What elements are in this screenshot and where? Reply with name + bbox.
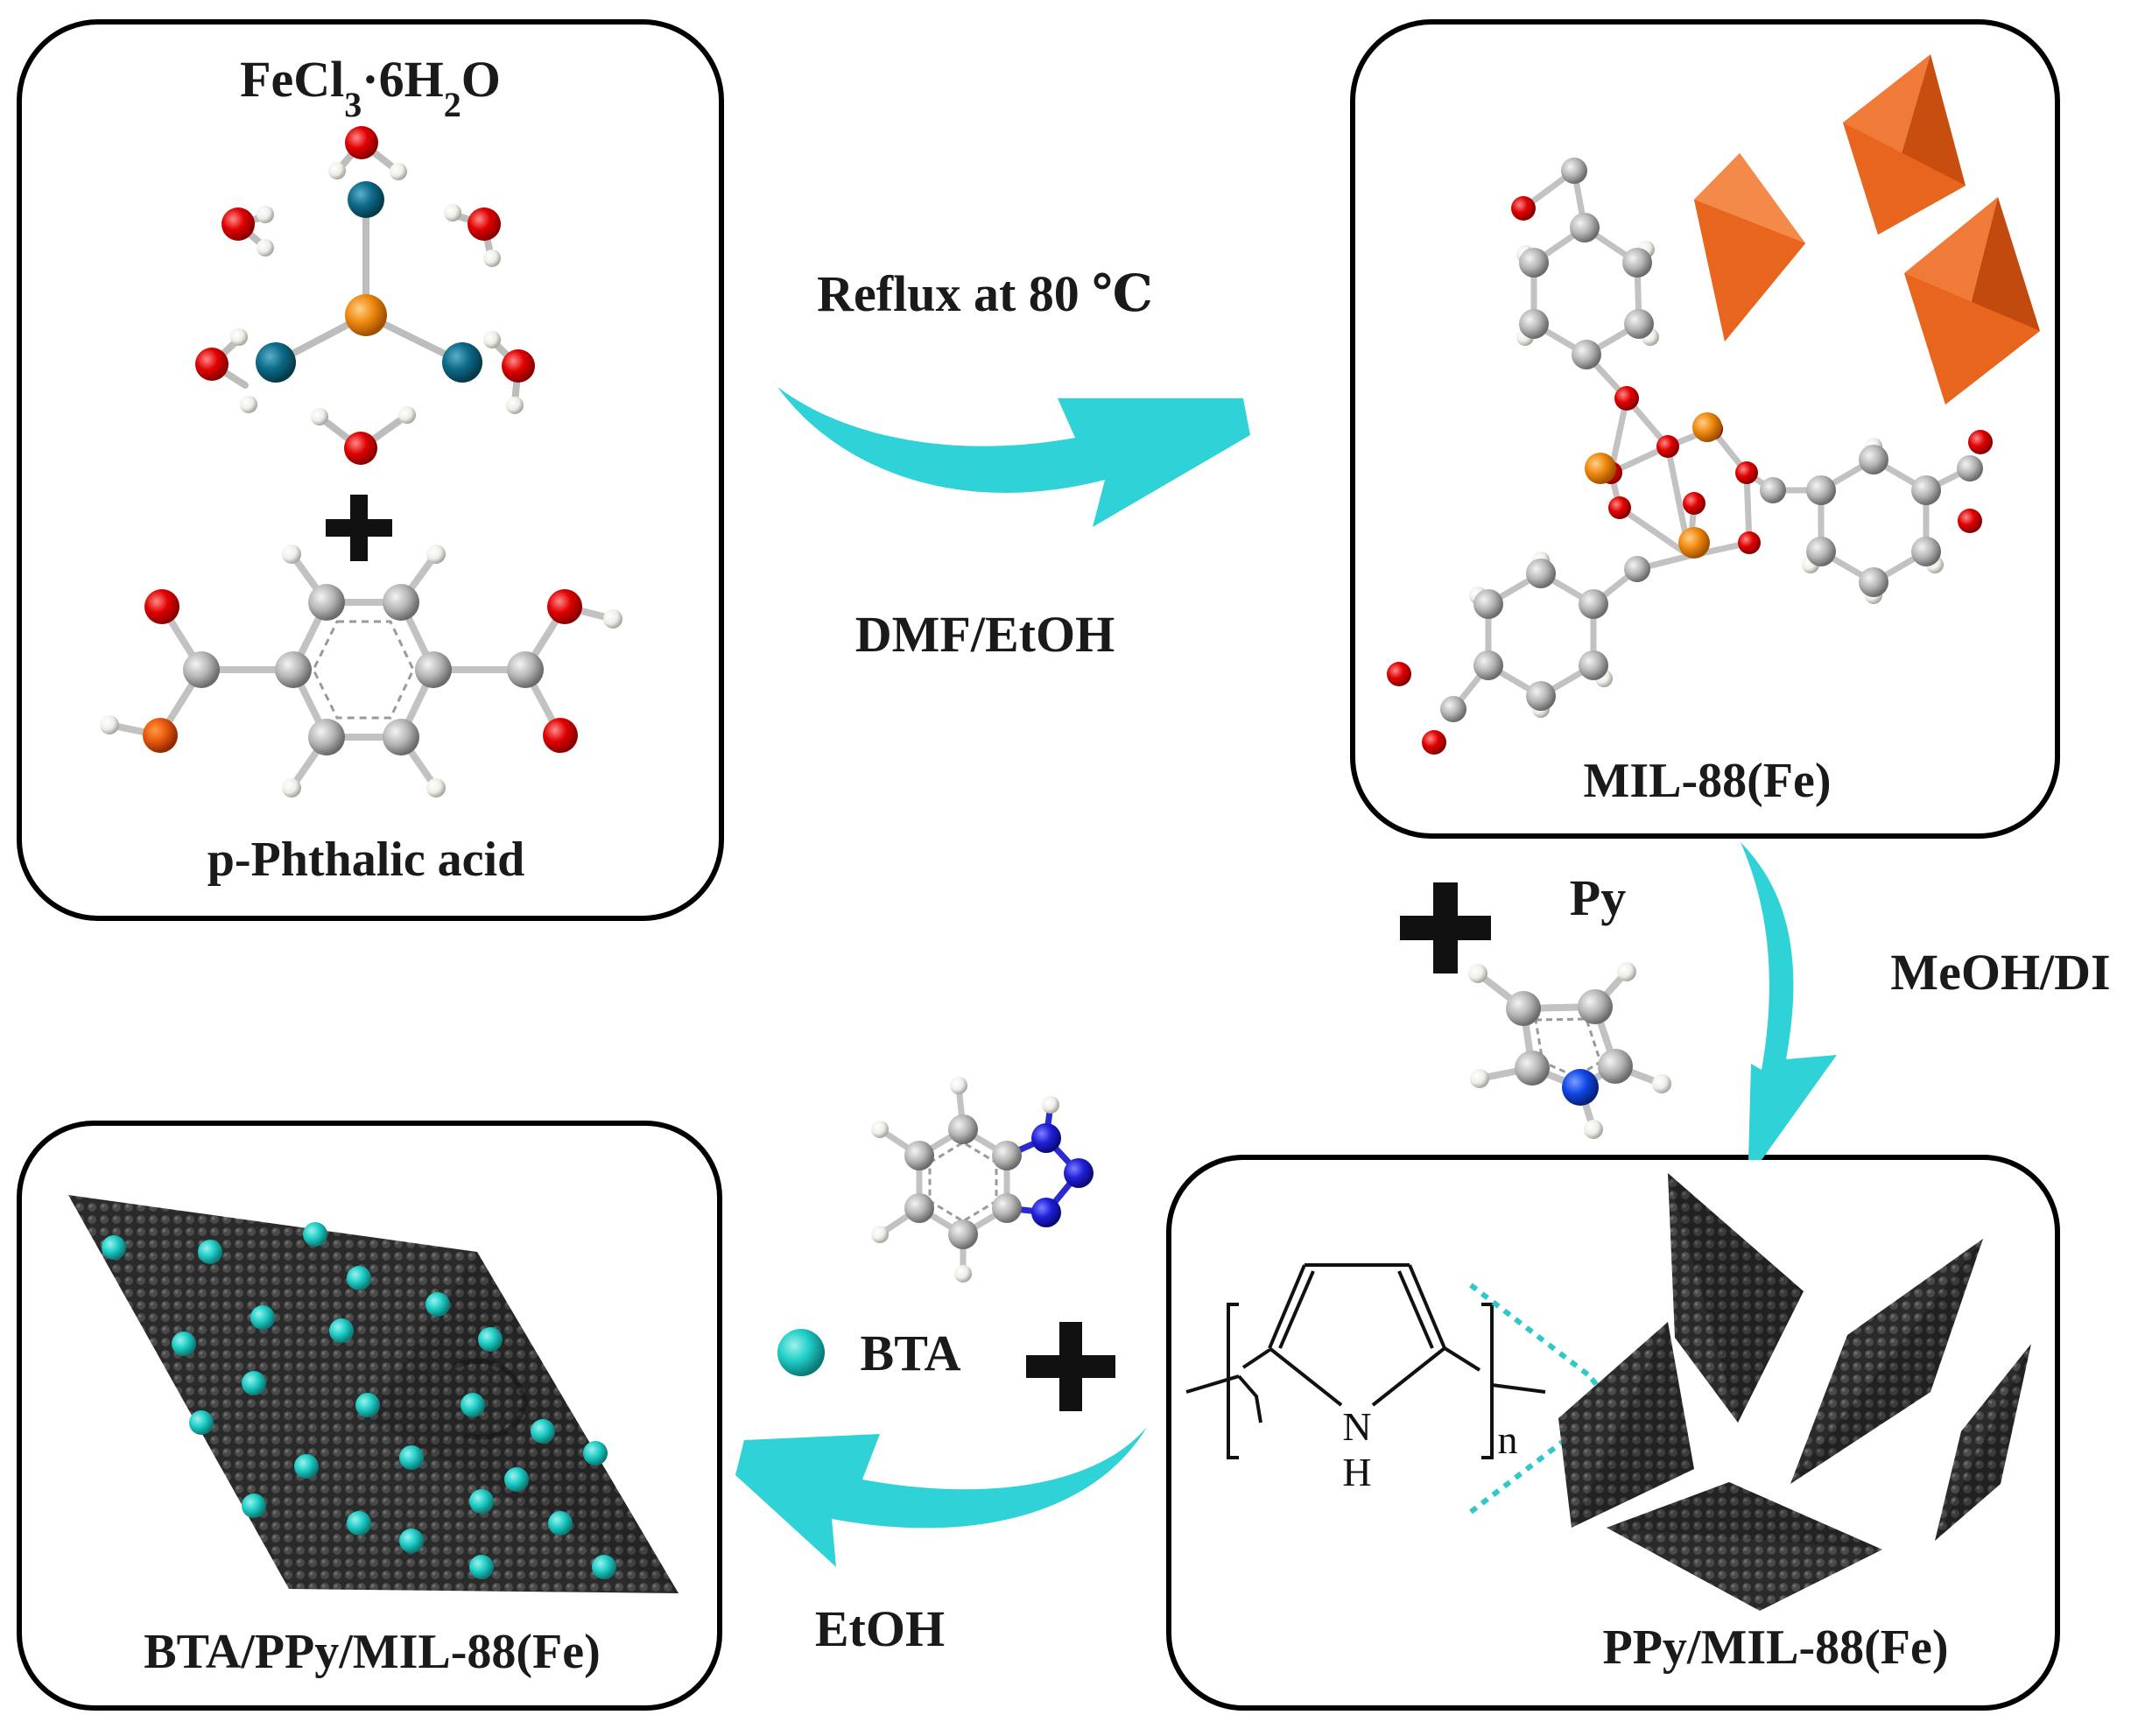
ppy-atom-n: N xyxy=(1342,1404,1371,1449)
octahedron-1 xyxy=(1694,153,1805,341)
bta-loaded-crystal xyxy=(68,1195,679,1593)
fecl3-hexahydrate-molecule xyxy=(195,126,535,465)
step1-solvent: DMF/EtOH xyxy=(855,606,1115,663)
plus-icon xyxy=(326,495,392,561)
step3-reagent: BTA xyxy=(861,1325,961,1381)
step2-solvent: MeOH/DI xyxy=(1890,944,2110,1001)
octahedron-3 xyxy=(1904,197,2040,404)
bta-legend-dot-icon xyxy=(777,1329,825,1376)
step1-arrow xyxy=(777,387,1250,527)
plus-icon xyxy=(1026,1322,1115,1411)
octahedron-2 xyxy=(1843,54,1966,235)
ppy-atom-h: H xyxy=(1342,1450,1371,1494)
polypyrrole-structure xyxy=(1185,1263,1546,1459)
step3-solvent: EtOH xyxy=(815,1600,945,1657)
benzotriazole-molecule xyxy=(871,1077,1094,1283)
step1-condition: Reflux at 80 ℃ xyxy=(817,265,1153,322)
ppy-subscript-n: n xyxy=(1498,1417,1518,1462)
bta-ppy-mil88-label: BTA/PPy/MIL-88(Fe) xyxy=(144,1625,601,1679)
mil88-label: MIL-88(Fe) xyxy=(1583,754,1831,808)
plus-icon xyxy=(1400,882,1491,973)
p-phthalic-acid-molecule xyxy=(100,545,622,798)
ppy-mil88-label: PPy/MIL-88(Fe) xyxy=(1603,1620,1949,1675)
mil88-octahedra xyxy=(1694,54,2040,404)
step2-arrow xyxy=(1741,842,1837,1160)
pyrrole-molecule xyxy=(1468,962,1671,1139)
p-phthalic-acid-label: p-Phthalic acid xyxy=(207,833,524,887)
ppy-mil88-crystals xyxy=(1558,1173,2031,1611)
reactants-panel xyxy=(17,19,724,921)
mil88-cluster-molecule xyxy=(1387,158,1993,755)
fecl3-label: FeCl3·6H2O xyxy=(240,51,501,124)
step3-arrow xyxy=(735,1427,1147,1567)
step2-reagent: Py xyxy=(1570,869,1626,926)
